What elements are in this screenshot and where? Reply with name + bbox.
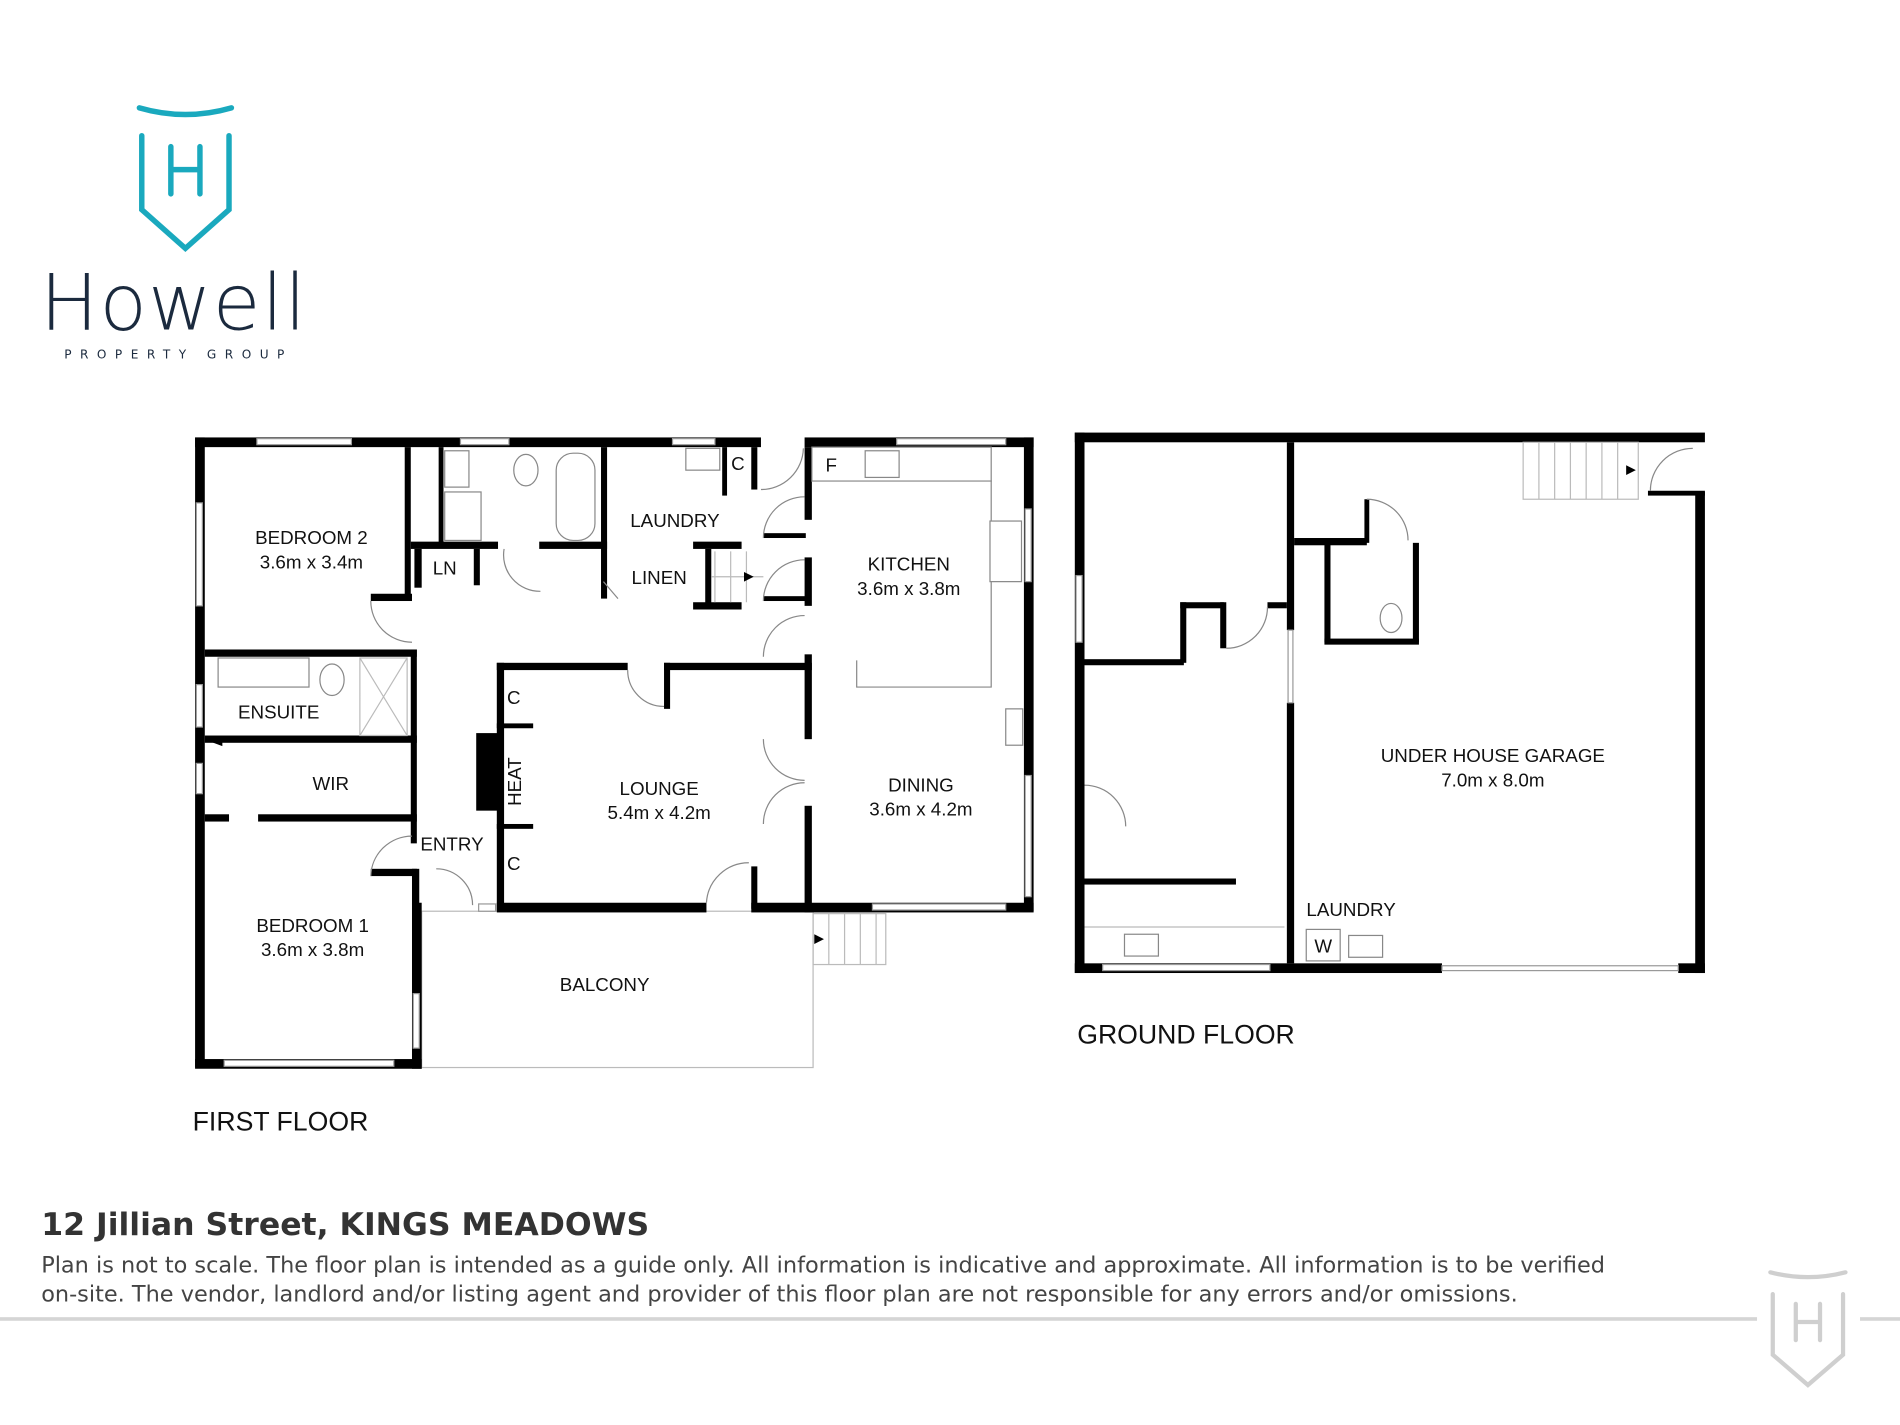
room-ensuite-label: ENSUITE <box>238 702 319 723</box>
watermark-shield-icon <box>1768 1270 1848 1388</box>
internal-stairs <box>711 551 764 603</box>
washer-label: W <box>1314 935 1332 956</box>
ensuite-toilet-icon <box>319 663 345 697</box>
howell-logo: Howell PROPERTY GROUP <box>40 105 307 362</box>
brand-name: Howell <box>40 259 307 349</box>
ground-fixtures <box>1084 441 1639 962</box>
ground-floor-title: GROUND FLOOR <box>1077 1019 1295 1049</box>
fixtures <box>210 446 1024 747</box>
room-garage-label: UNDER HOUSE GARAGE <box>1381 745 1605 766</box>
room-balcony-label: BALCONY <box>560 974 650 995</box>
room-kitchen-label: KITCHEN <box>868 554 950 575</box>
doors <box>370 448 805 906</box>
ground-windows <box>1075 574 1679 972</box>
first-floor-title: FIRST FLOOR <box>193 1107 369 1137</box>
shield-icon <box>136 105 235 253</box>
room-dining-label: DINING <box>888 774 954 795</box>
room-garage-size: 7.0m x 8.0m <box>1441 769 1544 790</box>
ground-walls <box>1074 432 1705 974</box>
vanity-basin <box>444 450 470 488</box>
cooktop-icon <box>864 450 900 479</box>
exterior-stairs <box>812 913 887 966</box>
footer-divider <box>0 1317 1758 1321</box>
room-lounge-size: 5.4m x 4.2m <box>608 802 711 823</box>
shower <box>444 491 482 542</box>
first-floor-plan: BEDROOM 2 3.6m x 3.4m LN LAUNDRY LINEN C… <box>193 437 1034 1137</box>
dining-sideboard <box>1005 708 1024 746</box>
room-bedroom1-label: BEDROOM 1 <box>256 915 369 936</box>
room-lounge-label: LOUNGE <box>620 778 699 799</box>
fridge-label: F <box>826 454 837 475</box>
arrow-icon <box>210 737 255 747</box>
ground-sink <box>1123 933 1160 957</box>
property-address: 12 Jillian Street, KINGS MEADOWS <box>41 1207 649 1243</box>
windows <box>195 438 1032 1067</box>
room-dining-size: 3.6m x 4.2m <box>869 798 972 819</box>
toilet-icon <box>513 453 539 487</box>
ground-floor-plan: UNDER HOUSE GARAGE 7.0m x 8.0m LAUNDRY W… <box>1074 432 1705 1049</box>
ensuite-shower <box>359 657 408 737</box>
disclaimer-line-2: on-site. The vendor, landlord and/or lis… <box>41 1281 1518 1307</box>
disclaimer-line-1: Plan is not to scale. The floor plan is … <box>41 1252 1605 1278</box>
room-ln-label: LN <box>433 557 457 578</box>
room-ground-laundry-label: LAUNDRY <box>1306 899 1396 920</box>
laundry-tub <box>685 447 721 471</box>
washer <box>1305 928 1341 962</box>
kitchen-bench <box>811 446 992 482</box>
room-bedroom2-size: 3.6m x 3.4m <box>260 551 363 572</box>
room-bedroom2-label: BEDROOM 2 <box>255 527 368 548</box>
garage-toilet-icon <box>1379 602 1403 634</box>
footer: 12 Jillian Street, KINGS MEADOWS Plan is… <box>0 1207 1900 1388</box>
brand-tagline: PROPERTY GROUP <box>64 348 293 362</box>
room-wir-label: WIR <box>313 773 349 794</box>
room-laundry-label: LAUNDRY <box>630 510 720 531</box>
cupboard-label: C <box>507 853 521 874</box>
room-kitchen-size: 3.6m x 3.8m <box>857 578 960 599</box>
room-bedroom1-size: 3.6m x 3.8m <box>261 939 364 960</box>
room-labels: BEDROOM 2 3.6m x 3.4m LN LAUNDRY LINEN C… <box>238 453 973 995</box>
heater-label: HEAT <box>504 757 525 806</box>
ground-doors <box>1084 447 1693 827</box>
room-linen-label: LINEN <box>632 567 687 588</box>
cupboard-label: C <box>731 453 745 474</box>
cupboard-label: C <box>507 687 521 708</box>
laundry-tub <box>1348 934 1384 958</box>
bathtub <box>555 452 596 542</box>
footer-divider <box>1860 1317 1900 1321</box>
kitchen-sink <box>989 520 1023 583</box>
garage-stairs <box>1522 441 1639 500</box>
ensuite-vanity <box>217 657 310 688</box>
ground-labels: UNDER HOUSE GARAGE 7.0m x 8.0m LAUNDRY W <box>1306 745 1605 956</box>
room-entry-label: ENTRY <box>420 834 484 855</box>
